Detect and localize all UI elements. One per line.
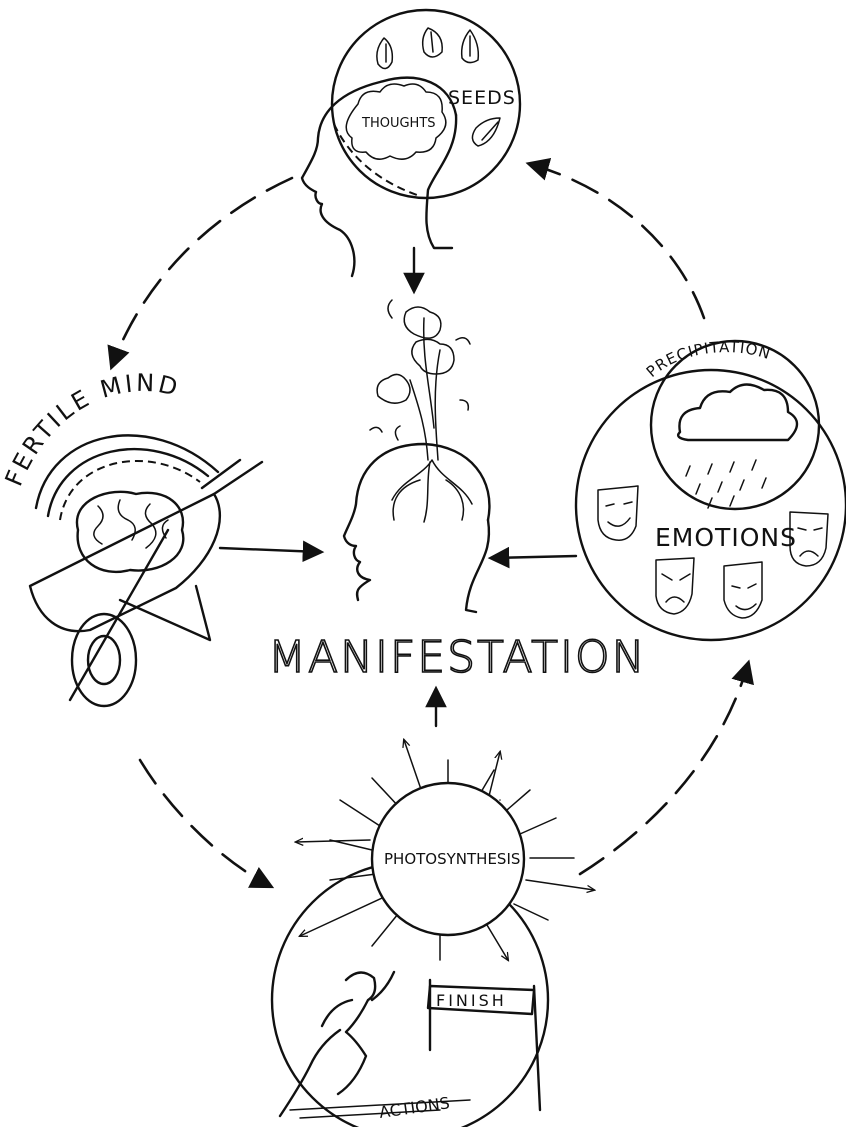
seeds-thoughts-group: SEEDS THOUGHTS — [302, 10, 520, 276]
rain-cloud-icon — [678, 384, 797, 440]
wheelbarrow — [30, 494, 220, 631]
manifestation-group: MANIFESTATION — [268, 300, 647, 683]
emotions-group: PRECIPITATION EMOTIONS — [576, 338, 846, 640]
thoughts-label: THOUGHTS — [361, 116, 436, 131]
seeds-label: SEEDS — [448, 87, 516, 109]
emotions-label: EMOTIONS — [655, 523, 797, 552]
rose-flower — [404, 307, 441, 338]
arrow-emotions-to-seeds — [530, 164, 704, 318]
finish-label: FINISH — [436, 991, 507, 1010]
runner-figure — [280, 972, 394, 1116]
cycle-arrows — [112, 164, 748, 886]
arrow-actions-to-emotions — [580, 664, 748, 874]
photosynthesis-label: PHOTOSYNTHESIS — [384, 850, 520, 868]
wheelbarrow-wheel — [72, 614, 136, 706]
precipitation-label: PRECIPITATION — [643, 338, 773, 381]
arrow-emotions-to-center — [492, 556, 576, 558]
arrow-mind-to-center — [220, 548, 320, 552]
manifestation-title: MANIFESTATION — [268, 632, 647, 683]
fertile-mind-group: FERTILE MIND — [0, 369, 262, 706]
actions-label: ACTIONS — [378, 1093, 451, 1122]
manifesting-head — [344, 444, 489, 600]
arrow-seeds-to-mind — [112, 178, 292, 366]
photosynthesis-group: PHOTOSYNTHESIS FINISH ACTIONS — [272, 740, 594, 1127]
arrow-mind-to-actions — [140, 760, 270, 886]
